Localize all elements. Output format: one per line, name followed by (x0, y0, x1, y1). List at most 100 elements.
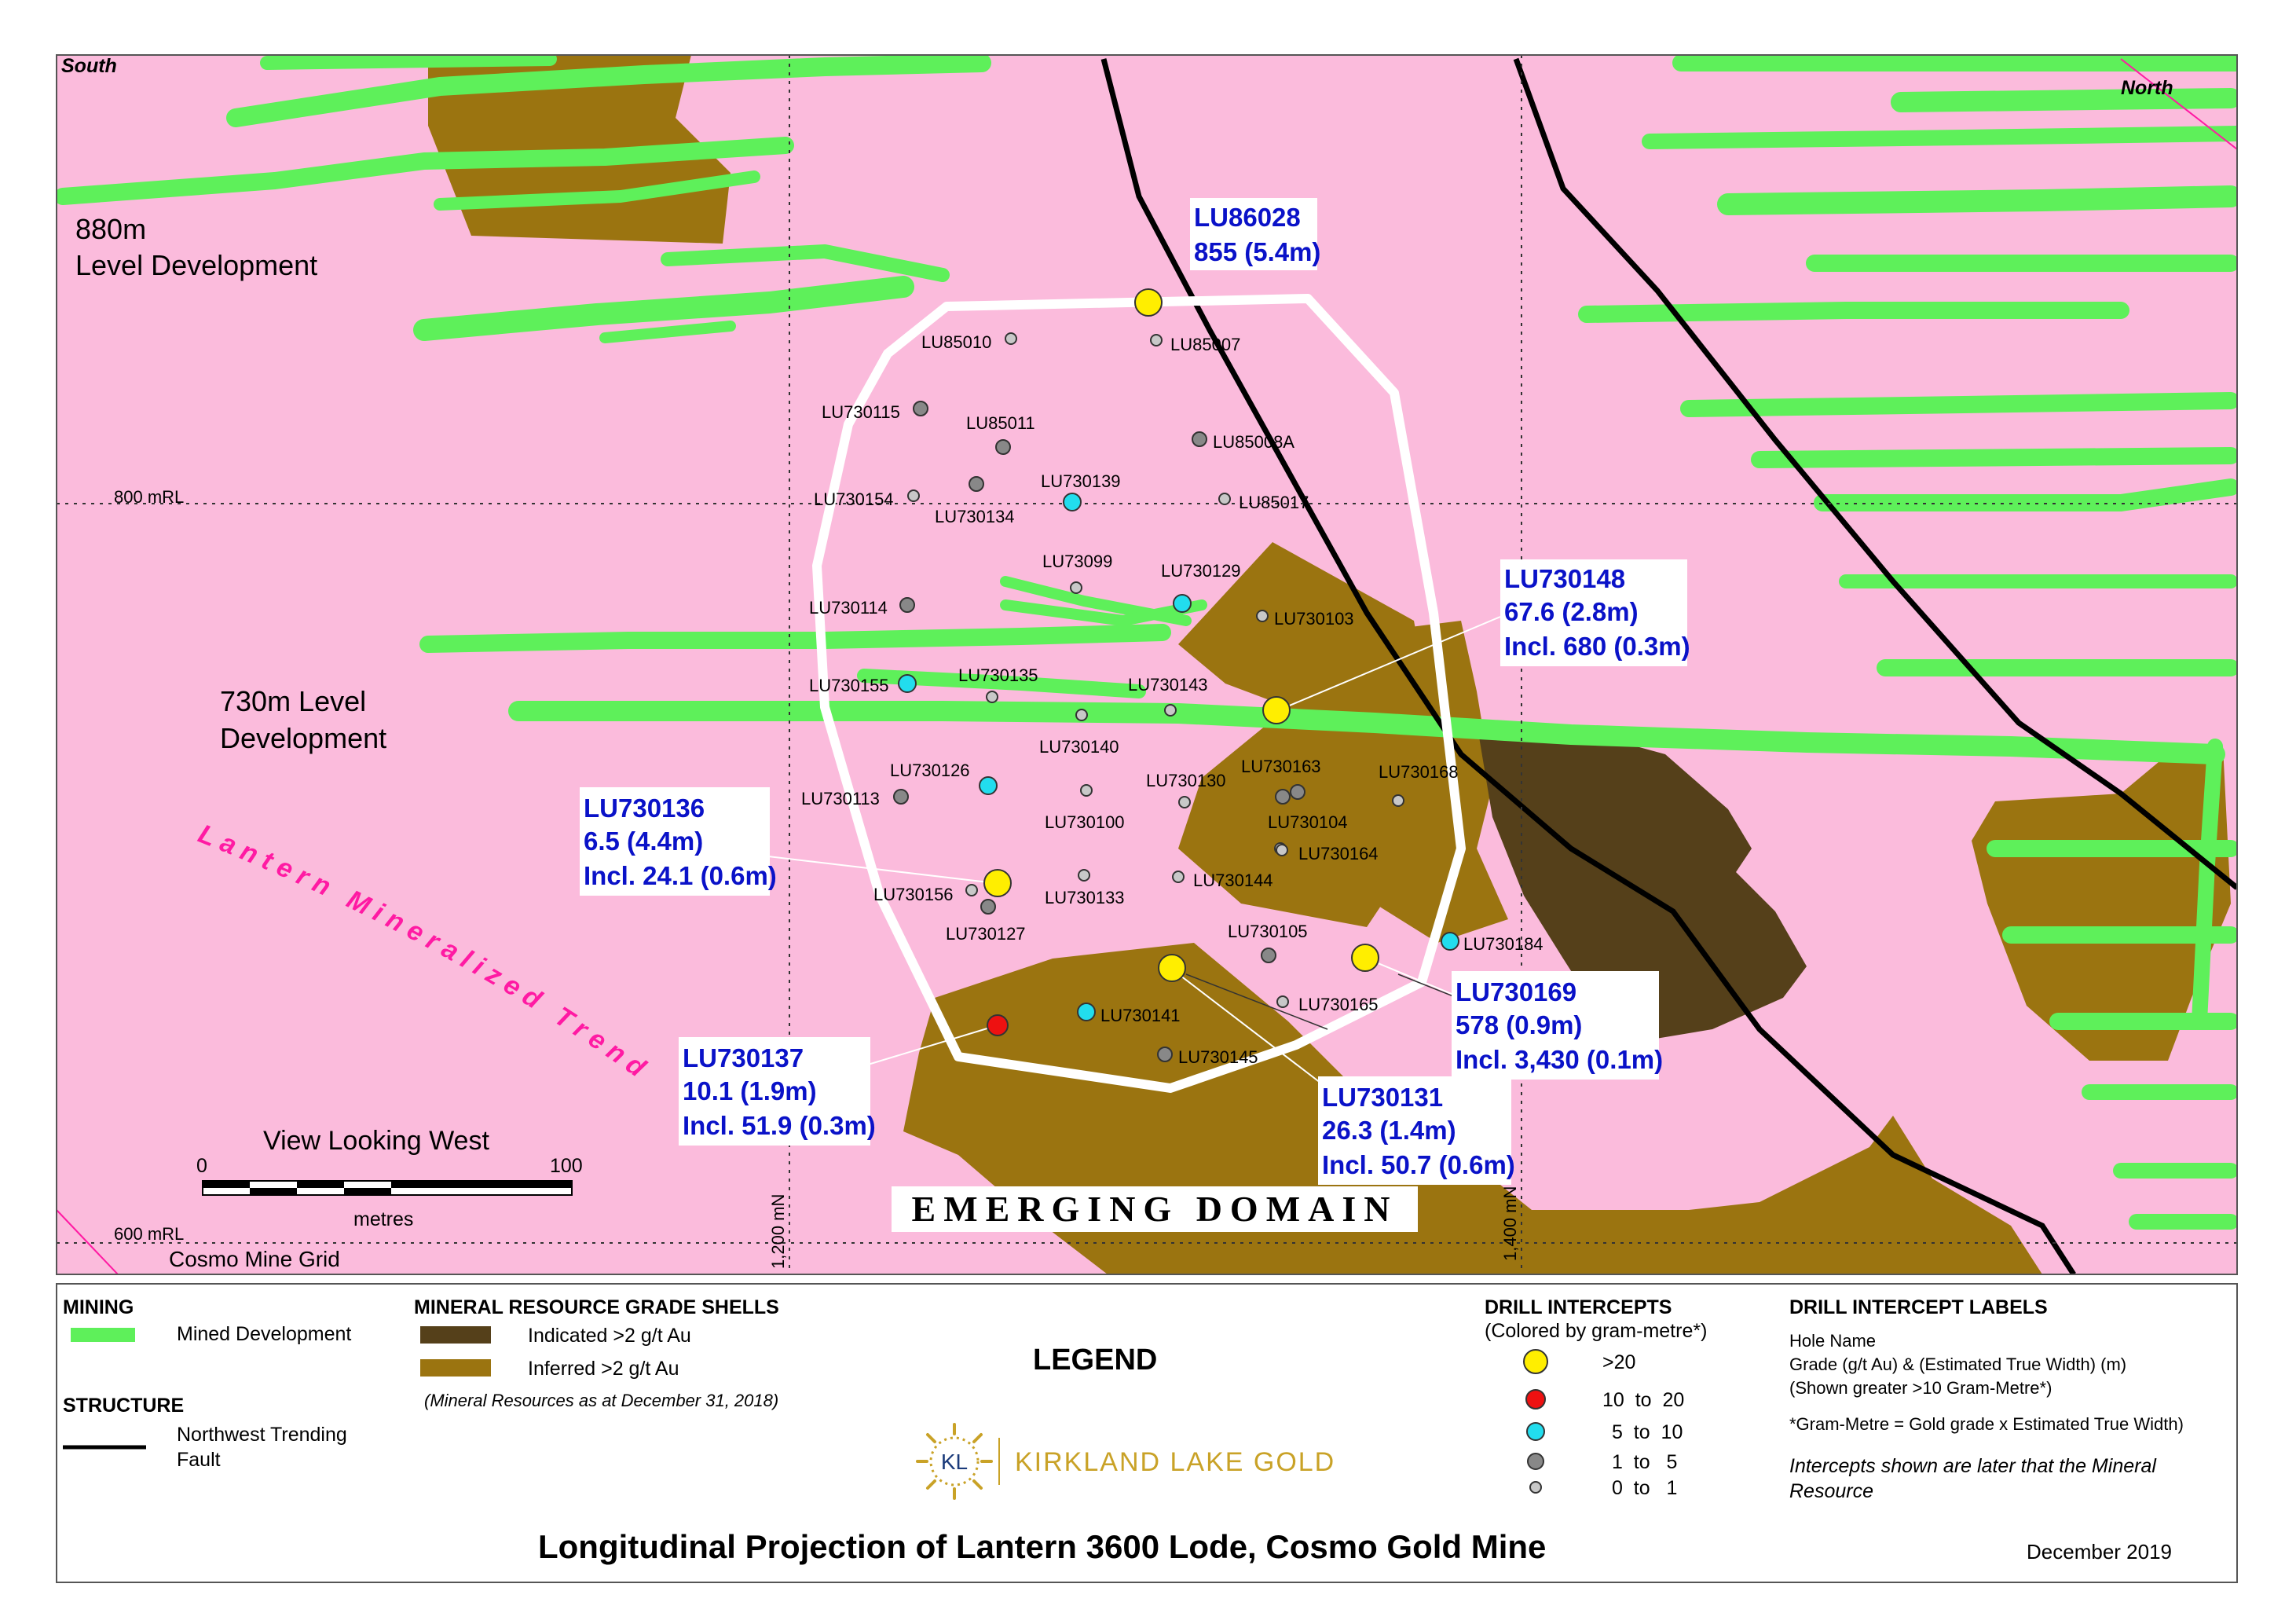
domain-banner-bg (892, 1186, 1418, 1232)
callout-hole: LU730148 (1504, 564, 1625, 593)
drive-880-d (434, 170, 760, 211)
legend-labels-note2: Resource (1789, 1480, 1873, 1502)
intercept-lu730137 (987, 1014, 1009, 1036)
intercept-lu730136 (983, 869, 1012, 897)
callout-lu730136: LU730136 6.5 (4.4m) Incl. 24.1 (0.6m) (580, 787, 777, 896)
scale-seg (203, 1181, 250, 1188)
drive-north-2 (1891, 88, 2237, 112)
intercept-lu730134 (969, 476, 984, 492)
callout-grade: 26.3 (1.4m) (1322, 1116, 1456, 1145)
hole-label: LU730139 (1041, 471, 1121, 491)
scale-seg (297, 1181, 344, 1188)
intercept-lu730156 (965, 884, 978, 896)
logo-ring (929, 1436, 980, 1487)
drive-730-b (508, 701, 2225, 764)
callout-box (679, 1037, 870, 1146)
callout-hole: LU730169 (1456, 977, 1576, 1006)
legend-class-10-20: 10 to 20 (1602, 1389, 1685, 1411)
leader-lu730169-b (1397, 973, 1462, 1000)
callout-lu86028: LU86028 855 (5.4m) (1190, 198, 1320, 270)
hole-label: LU730133 (1045, 888, 1125, 907)
hole-label: LU730143 (1128, 675, 1208, 695)
legend-shells-heading: MINERAL RESOURCE GRADE SHELLS (414, 1296, 779, 1318)
callout-box (1500, 559, 1687, 666)
hole-label: LU730127 (946, 924, 1026, 944)
intercept-lu730169 (1351, 944, 1379, 972)
intercept-lu730141 (1077, 1003, 1096, 1021)
drive-880-f (661, 244, 950, 282)
intercept-lu86028 (1134, 288, 1163, 317)
drive-north-5 (1578, 302, 2129, 323)
legend-structure-heading: STRUCTURE (63, 1395, 185, 1417)
intercept-lu730148 (1262, 696, 1291, 724)
legend-swatch-mined (71, 1328, 135, 1342)
intercept-lu730165 (1276, 995, 1289, 1008)
legend-shells-inferred: Inferred >2 g/t Au (528, 1358, 679, 1380)
intercept-lu85011 (995, 439, 1011, 455)
legend-dot-0-1 (1529, 1481, 1542, 1494)
legend-intercepts-subheading: (Colored by gram-metre*) (1485, 1320, 1708, 1342)
legend-shells-indicated: Indicated >2 g/t Au (528, 1325, 691, 1347)
callout-box (580, 787, 770, 896)
legend-dot-gt20 (1523, 1349, 1548, 1374)
drill-intercepts (893, 288, 1459, 1062)
leader-lu730169 (1366, 958, 1462, 999)
inferred-shell-central (1375, 621, 1508, 943)
intercept-lu730100 (1080, 784, 1093, 797)
callout-incl: Incl. 50.7 (0.6m) (1322, 1150, 1515, 1179)
logo-name: KIRKLAND LAKE GOLD (1015, 1447, 1335, 1477)
intercept-lu730105 (1261, 948, 1276, 963)
orientation-north: North (2121, 77, 2173, 99)
scale-seg (391, 1181, 572, 1188)
mine-grid-label: Cosmo Mine Grid (169, 1247, 340, 1271)
intercept-lu730163-b (1290, 784, 1305, 800)
grid-lines (57, 55, 2237, 1274)
level-730-line2: Development (220, 722, 386, 754)
logo-mark: KL (941, 1450, 968, 1474)
inferred-shell-730 (1178, 542, 1437, 927)
drive-north-7 (1680, 392, 2237, 417)
orientation-south: South (61, 55, 117, 77)
faults (1100, 57, 2237, 1274)
callout-hole: LU730136 (584, 794, 705, 823)
legend-intercepts-heading: DRILL INTERCEPTS (1485, 1296, 1672, 1318)
hole-label: LU730114 (809, 598, 888, 618)
map-title: Longitudinal Projection of Lantern 3600 … (538, 1528, 1547, 1565)
intercept-lu730131 (1158, 954, 1186, 982)
legend-shells-note: (Mineral Resources as at December 31, 20… (424, 1391, 779, 1410)
rl-800-label: 800 mRL (114, 487, 184, 507)
company-logo: KL KIRKLAND LAKE GOLD (916, 1423, 1335, 1500)
intercept-lu730129 (1173, 594, 1192, 613)
intercept-lu73099 (1070, 581, 1082, 594)
scale-unit: metres (353, 1208, 413, 1230)
callout-box (1190, 198, 1317, 270)
legend-labels-note1: Intercepts shown are later that the Mine… (1789, 1455, 2156, 1477)
callout-incl: Incl. 24.1 (0.6m) (584, 861, 777, 890)
logo-starburst-icon (916, 1423, 993, 1500)
hole-label: LU730113 (801, 789, 880, 808)
hole-label: LU730126 (890, 761, 970, 780)
intercept-lu85017 (1218, 493, 1231, 505)
hole-label: LU730130 (1146, 771, 1226, 790)
hole-label: LU730163 (1241, 757, 1321, 776)
map-date: December 2019 (2027, 1540, 2172, 1564)
callout-hole: LU730131 (1322, 1083, 1443, 1112)
scale-bar: 0 100 metres (196, 1155, 583, 1230)
hole-label: LU85010 (921, 332, 991, 352)
legend-dot-10-20 (1525, 1389, 1546, 1410)
callout-lu730137: LU730137 10.1 (1.9m) Incl. 51.9 (0.3m) (679, 1037, 876, 1146)
legend-dot-1-5 (1527, 1453, 1544, 1470)
legend-labels-line2: Grade (g/t Au) & (Estimated True Width) … (1789, 1355, 2127, 1374)
hole-label: LU730135 (958, 665, 1038, 685)
callout-lu730169: LU730169 578 (0.9m) Incl. 3,430 (0.1m) (1452, 971, 1663, 1080)
level-730-line1: 730m Level (220, 685, 366, 717)
leader-lu730148 (1276, 616, 1501, 712)
logo-ray (926, 1433, 936, 1443)
intercept-lu730127 (980, 899, 996, 915)
callout-box (1318, 1076, 1511, 1185)
scale-seg (250, 1188, 297, 1195)
hole-label: LU730164 (1298, 844, 1379, 863)
hole-label: LU730154 (814, 489, 894, 509)
intercept-lu85008a (1192, 431, 1207, 447)
